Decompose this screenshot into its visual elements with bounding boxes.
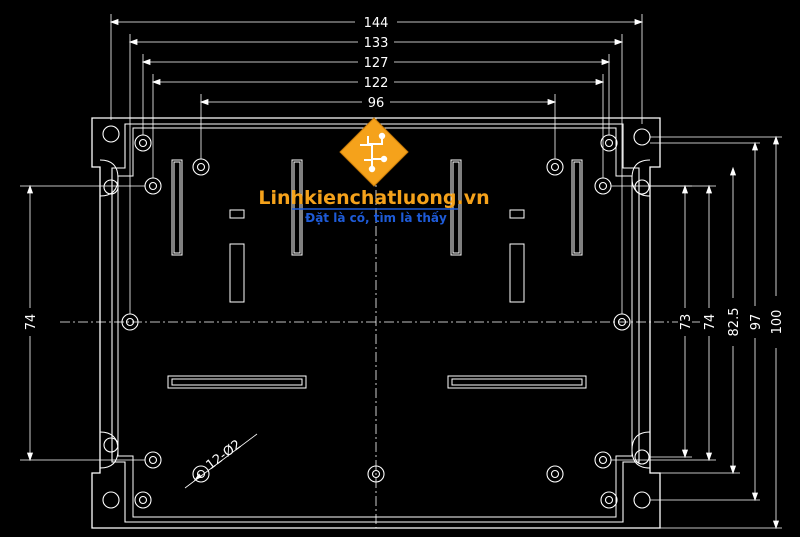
top-extension-lines [110,14,643,314]
horizontal-slots [167,375,587,389]
logo-diamond-icon [339,117,409,187]
watermark-logo [339,117,409,187]
dim-122: 122 [364,76,389,91]
dim-right-74: 74 [703,314,718,331]
left-dimension [20,184,145,462]
hole-callout-text: 12-Ø2 [204,437,245,473]
dim-133: 133 [364,36,389,51]
vertical-slots [171,159,583,256]
dim-left-74: 74 [24,314,39,331]
dim-144: 144 [364,16,389,31]
dim-right-82-5: 82.5 [727,308,742,337]
watermark-slogan: Đặt là có, tìm là thấy [305,211,447,225]
inner-wall-outline [111,123,640,523]
dim-127: 127 [364,56,389,71]
mounting-holes [102,125,651,509]
corner-pockets [99,159,651,469]
hole-callout-leader [184,433,258,489]
dim-right-97: 97 [749,314,764,331]
small-openings [229,209,525,303]
dim-96: 96 [368,96,385,111]
center-lines [60,118,700,528]
watermark-site: Linhkienchatluong.vn [258,187,489,209]
dim-right-73: 73 [679,314,694,331]
dim-right-100: 100 [770,310,785,335]
